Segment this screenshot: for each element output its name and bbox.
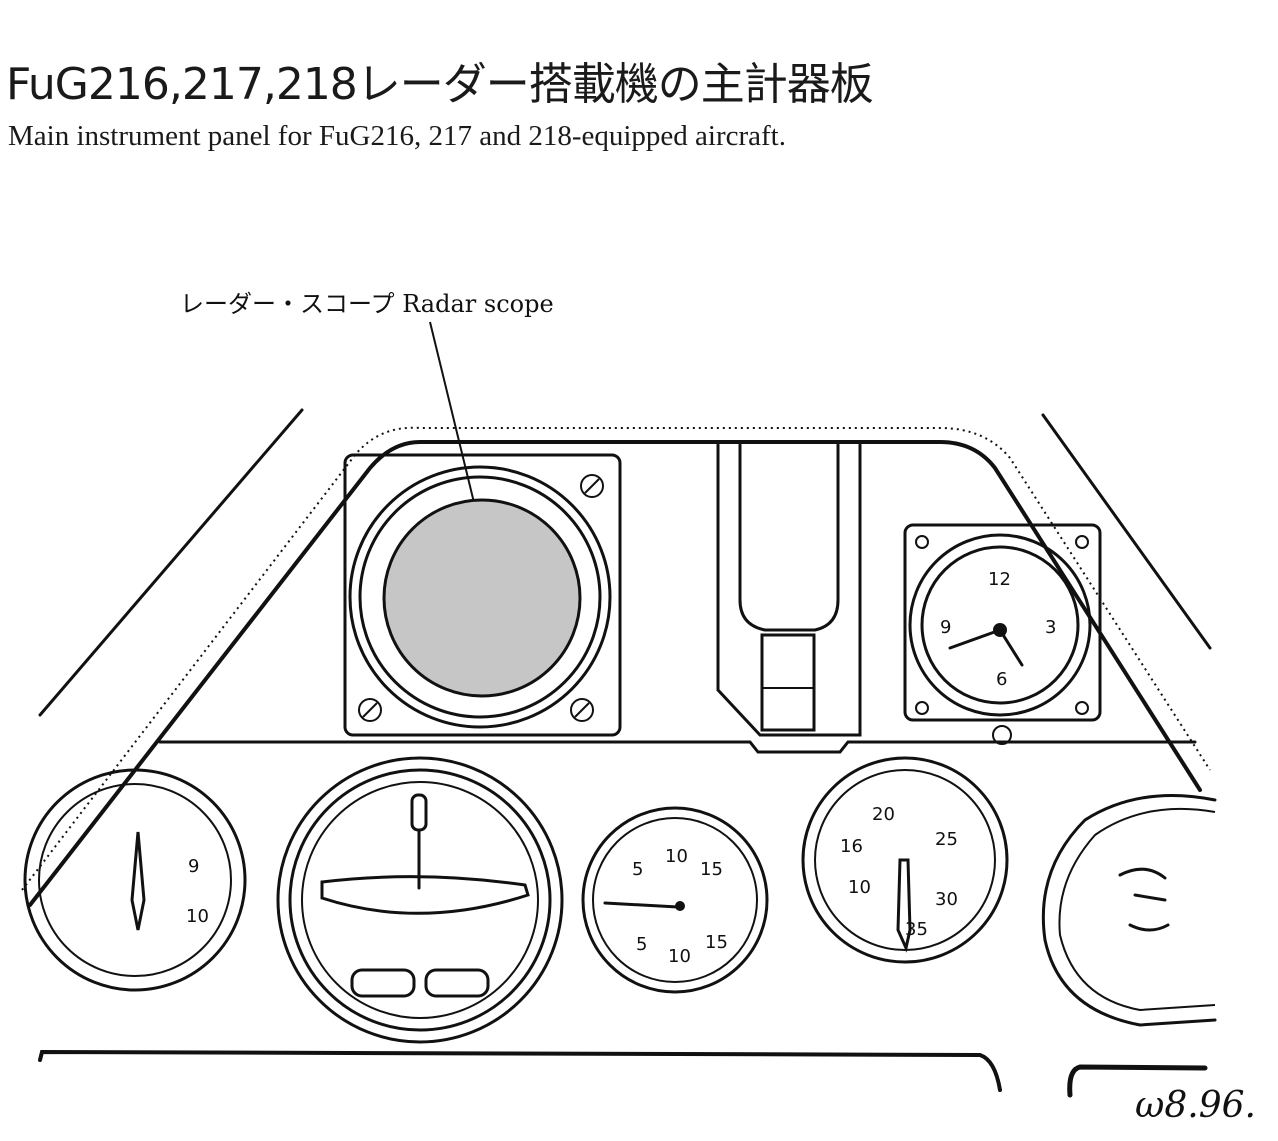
panel-bottom-edge-right [1067,1064,1208,1098]
gauge-right [1041,794,1217,1027]
svg-text:15: 15 [700,859,723,880]
svg-text:15: 15 [705,932,728,953]
svg-text:5: 5 [636,934,647,955]
clock: 12 3 6 9 [903,523,1102,745]
clock-hand [948,628,1002,650]
radar-scope [343,453,622,737]
svg-text:3: 3 [1045,617,1056,638]
artist-signature: ω8.96. [1135,1085,1256,1126]
svg-text:30: 30 [935,889,958,910]
svg-text:5: 5 [632,859,643,880]
panel-divider [158,740,1197,754]
windscreen-frame-left [38,408,304,717]
screw-icon [580,474,604,498]
svg-text:10: 10 [665,846,688,867]
screw-icon [570,698,594,722]
panel-bottom-edge [38,1049,1002,1092]
scope-screen [382,498,582,698]
gauge-left: 9 10 [23,768,247,992]
gauge-rpm: 20 25 16 10 30 35 [801,756,1009,964]
svg-text:10: 10 [186,906,209,927]
svg-text:10: 10 [848,877,871,898]
coaming-padding [21,426,1211,891]
svg-text:6: 6 [996,669,1007,690]
gauge-small: 5 10 15 5 10 15 [581,806,769,994]
page-title: FuG216,217,218レーダー搭載機の主計器板 [6,59,874,110]
svg-text:20: 20 [872,804,895,825]
center-column [716,443,862,737]
svg-text:9: 9 [940,617,951,638]
page-subtitle: Main instrument panel for FuG216, 217 an… [8,120,786,152]
svg-text:12: 12 [988,569,1011,590]
svg-text:16: 16 [840,836,863,857]
panel-coaming [28,440,1202,907]
svg-text:25: 25 [935,829,958,850]
svg-text:10: 10 [668,946,691,967]
screw-icon [358,698,382,722]
svg-text:9: 9 [188,856,199,877]
windscreen-frame-right [1041,413,1212,650]
radar-scope-label: レーダー・スコープ Radar scope [180,290,554,318]
artificial-horizon [276,756,564,1044]
